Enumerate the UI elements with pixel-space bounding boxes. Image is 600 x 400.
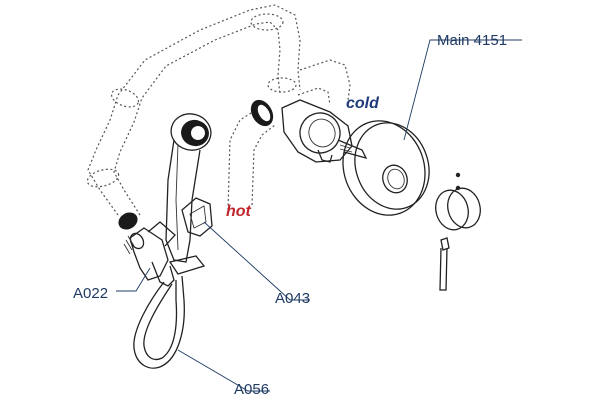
cover-plate: [342, 120, 430, 216]
label-a022: A022: [73, 285, 108, 302]
dotted-pipework: [86, 4, 351, 216]
hand-shower-a043: [165, 113, 213, 263]
label-a043: A043: [275, 290, 310, 307]
valve-a022: [123, 221, 206, 287]
label-cold: cold: [346, 95, 380, 112]
label-main-4151: Main 4151: [437, 32, 507, 49]
pipe-end-rings: [118, 99, 274, 230]
leader-lines: [116, 39, 522, 392]
label-hot: hot: [226, 203, 252, 220]
label-a056: A056: [234, 381, 269, 398]
hose-a056: [133, 275, 185, 369]
lever-handle: [435, 172, 481, 291]
